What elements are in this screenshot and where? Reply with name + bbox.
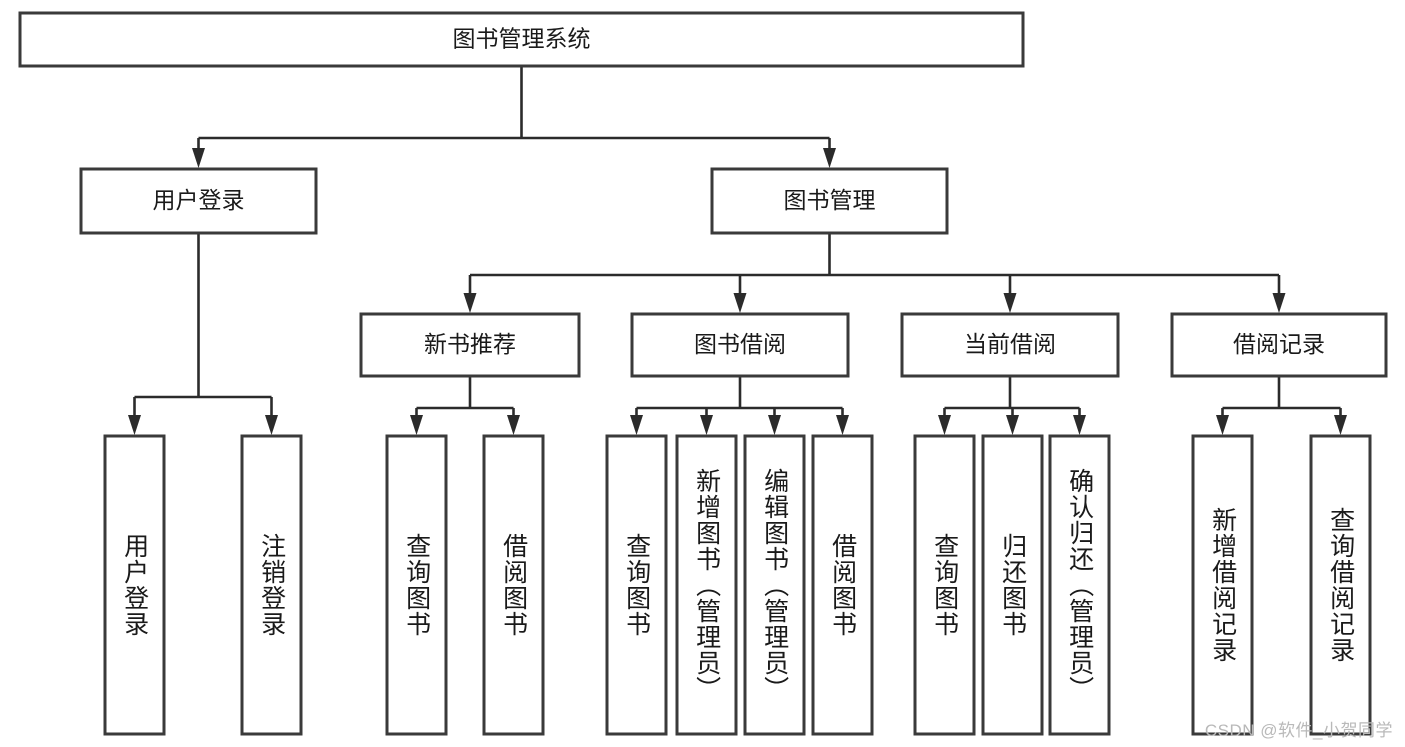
arrowhead-book-borrow [733, 293, 747, 313]
arrowhead-borrow-record [1272, 293, 1286, 313]
arrowhead-user-login [192, 148, 205, 168]
arrowhead-confirm-return [1073, 415, 1086, 435]
arrowhead-book-management [823, 148, 836, 168]
node-label-root: 图书管理系统 [453, 26, 591, 52]
arrowhead-edit-book [768, 415, 781, 435]
arrowhead-query-book-1 [410, 415, 423, 435]
arrowhead-query-book-2 [630, 415, 643, 435]
node-label-book-borrow: 图书借阅 [694, 331, 786, 357]
node-box-query-book-2[interactable] [605, 434, 668, 736]
node-box-borrow-record[interactable] [1170, 312, 1388, 378]
node-label-borrow-record: 借阅记录 [1233, 331, 1325, 357]
node-box-confirm-return[interactable] [1048, 434, 1111, 736]
node-box-return-book[interactable] [981, 434, 1044, 736]
node-box-user-login[interactable] [79, 167, 318, 235]
node-box-current-borrow[interactable] [900, 312, 1120, 378]
node-box-add-book[interactable] [675, 434, 738, 736]
node-label-current-borrow: 当前借阅 [964, 331, 1056, 357]
node-label-new-book-recommend: 新书推荐 [424, 331, 516, 357]
arrowhead-add-borrow-record [1216, 415, 1229, 435]
node-box-borrow-book-2[interactable] [811, 434, 874, 736]
arrowhead-query-book-3 [938, 415, 951, 435]
node-label-user-login: 用户登录 [153, 187, 245, 213]
node-box-edit-book[interactable] [743, 434, 806, 736]
arrowhead-borrow-book-2 [836, 415, 849, 435]
arrowhead-new-book-recommend [463, 293, 477, 313]
connector-layer [128, 66, 1347, 435]
arrowhead-borrow-book-1 [507, 415, 520, 435]
arrowhead-current-borrow [1003, 293, 1017, 313]
node-box-add-borrow-record[interactable] [1191, 434, 1254, 736]
node-box-book-management[interactable] [710, 167, 949, 235]
arrowhead-return-book [1006, 415, 1019, 435]
arrowhead-query-borrow-record [1334, 415, 1347, 435]
node-label-book-management: 图书管理 [784, 187, 876, 213]
arrowhead-user-login-do [128, 415, 141, 435]
node-box-borrow-book-1[interactable] [482, 434, 545, 736]
node-box-book-borrow[interactable] [630, 312, 850, 378]
node-box-query-book-1[interactable] [385, 434, 448, 736]
node-box-new-book-recommend[interactable] [359, 312, 581, 378]
node-box-query-borrow-record[interactable] [1309, 434, 1372, 736]
node-box-query-book-3[interactable] [913, 434, 976, 736]
arrowhead-user-logout [265, 415, 278, 435]
watermark: CSDN @软件_小贺同学 [1204, 721, 1393, 740]
arrowhead-add-book [700, 415, 713, 435]
node-box-root[interactable] [18, 11, 1025, 68]
node-box-user-login-do[interactable] [103, 434, 166, 736]
node-box-user-logout[interactable] [240, 434, 303, 736]
